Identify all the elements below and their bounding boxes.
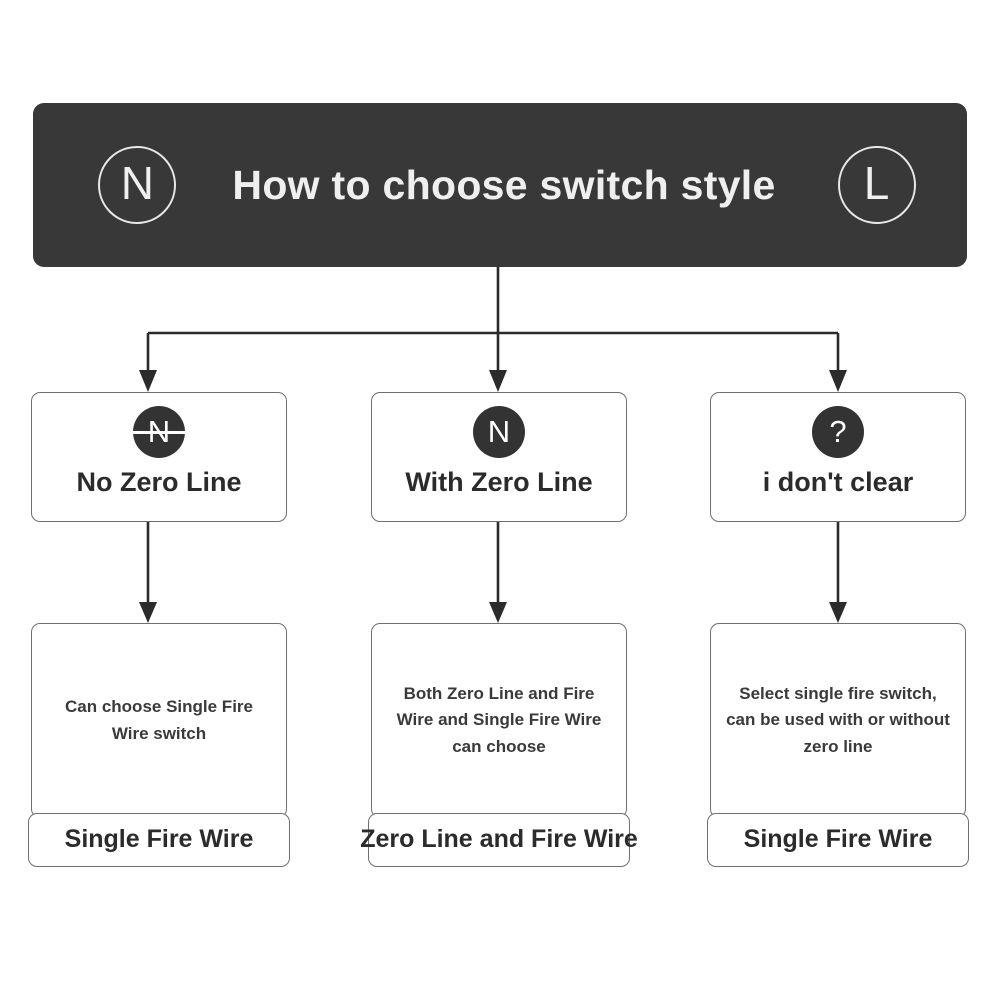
branch-label: With Zero Line	[405, 467, 593, 497]
result-label: Single Fire Wire	[64, 825, 254, 854]
badge-wrap: N	[473, 406, 525, 458]
result-banner-with-zero-line: Zero Line and Fire Wire	[360, 813, 638, 867]
arrowhead-mid-3	[829, 370, 847, 392]
circle-n-outline-icon: N	[98, 146, 177, 224]
arrowhead-bottom-2	[489, 602, 507, 623]
circle-question-icon: ?	[812, 406, 864, 458]
strikethrough-line-icon	[127, 431, 191, 434]
result-banner-no-zero-line: Single Fire Wire	[28, 813, 290, 867]
arrowhead-mid-2	[489, 370, 507, 392]
circle-l-outline-icon: L	[837, 146, 916, 224]
branch-badge-label: ?	[829, 413, 847, 449]
outcome-card-with-zero-line: Both Zero Line and Fire Wire and Single …	[371, 623, 627, 818]
arrowhead-bottom-1	[139, 602, 157, 623]
branch-label: No Zero Line	[76, 467, 242, 497]
circle-n-icon: N	[473, 406, 525, 458]
branch-badge-label: N	[487, 413, 511, 449]
outcome-description: Select single fire switch, can be used w…	[726, 683, 950, 756]
arrowhead-bottom-3	[829, 602, 847, 623]
outcome-card-not-clear: Select single fire switch, can be used w…	[710, 623, 966, 818]
result-label: Zero Line and Fire Wire	[360, 825, 638, 854]
page-title: How to choose switch style	[232, 161, 776, 208]
header-banner: N How to choose switch style L	[33, 103, 967, 267]
outcome-card-no-zero-line: Can choose Single Fire Wire switch	[31, 623, 287, 818]
outcome-description: Can choose Single Fire Wire switch	[65, 697, 253, 743]
arrowhead-mid-1	[139, 370, 157, 392]
result-label: Single Fire Wire	[743, 825, 933, 854]
badge-wrap: ?	[812, 406, 864, 458]
branch-card-with-zero-line[interactable]: N With Zero Line	[371, 392, 627, 522]
branch-card-no-zero-line[interactable]: N No Zero Line	[31, 392, 287, 522]
result-banner-not-clear: Single Fire Wire	[707, 813, 969, 867]
branch-card-not-clear[interactable]: ? i don't clear	[710, 392, 966, 522]
header-right-terminal-label: L	[863, 157, 890, 209]
outcome-description: Both Zero Line and Fire Wire and Single …	[396, 683, 602, 756]
badge-wrap: N	[127, 406, 191, 458]
header-left-terminal-label: N	[120, 157, 155, 209]
branch-label: i don't clear	[762, 467, 914, 497]
